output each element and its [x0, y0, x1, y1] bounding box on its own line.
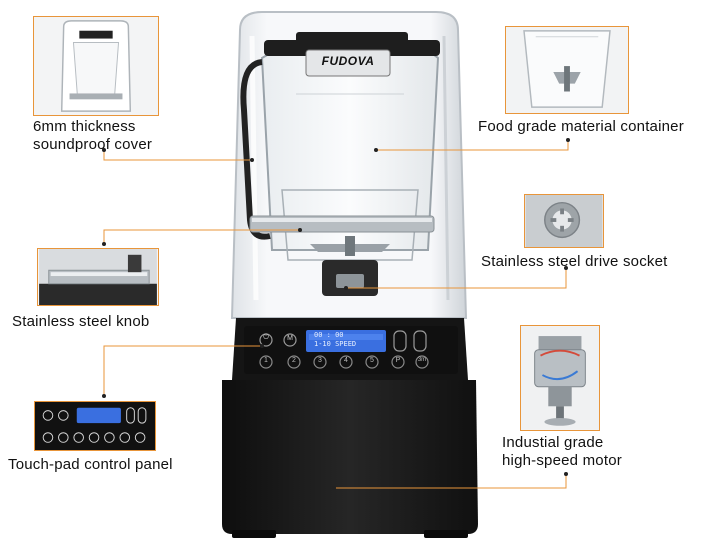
label-line: soundproof cover	[33, 136, 153, 153]
thumbnail-motor	[520, 325, 600, 431]
label-container: Food grade material container	[478, 118, 684, 136]
lcd-display: 00 : 00 1-10 SPEED	[308, 331, 384, 349]
blade-assembly	[310, 236, 390, 296]
program-button-3[interactable]: 3	[318, 357, 322, 364]
label-control-panel: Touch-pad control panel	[8, 456, 173, 474]
thumbnail-drive-socket	[524, 194, 604, 248]
program-button-1[interactable]: 1	[264, 357, 268, 364]
program-button-4[interactable]: 4	[344, 357, 348, 364]
power-button[interactable]: ⏻	[263, 334, 269, 341]
label-line: 6mm thickness	[33, 118, 136, 135]
brand-logo: FUDOVA	[321, 54, 375, 68]
lcd-line-1: 00 : 00	[314, 331, 344, 339]
label-line: Stainless steel drive socket	[481, 253, 668, 270]
blender-jar	[240, 32, 440, 261]
label-steel-knob: Stainless steel knob	[12, 313, 149, 331]
thumbnail-container	[505, 26, 629, 114]
base-control-panel	[244, 326, 458, 374]
timer-button[interactable]: 3m	[417, 357, 427, 363]
label-drive-socket: Stainless steel drive socket	[481, 253, 668, 271]
label-motor: Industial grade high-speed motor	[502, 434, 622, 470]
mode-button[interactable]: M	[287, 335, 293, 342]
thumbnail-steel-knob	[37, 248, 159, 306]
lcd-line-2: 1-10 SPEED	[314, 340, 357, 348]
label-line: Stainless steel knob	[12, 313, 150, 330]
label-line: Food grade material container	[478, 118, 684, 135]
label-line: Industial grade	[502, 434, 604, 451]
pulse-button[interactable]: P	[395, 357, 401, 364]
label-line: high-speed motor	[502, 452, 622, 469]
program-button-5[interactable]: 5	[370, 357, 374, 364]
label-line: Touch-pad control panel	[8, 456, 173, 473]
thumbnail-control-panel	[34, 401, 156, 451]
label-soundproof-cover: 6mm thickness soundproof cover	[33, 118, 152, 154]
program-button-2[interactable]: 2	[292, 357, 296, 364]
thumbnail-soundproof-cover	[33, 16, 159, 116]
stainless-steel-knob	[249, 215, 435, 233]
